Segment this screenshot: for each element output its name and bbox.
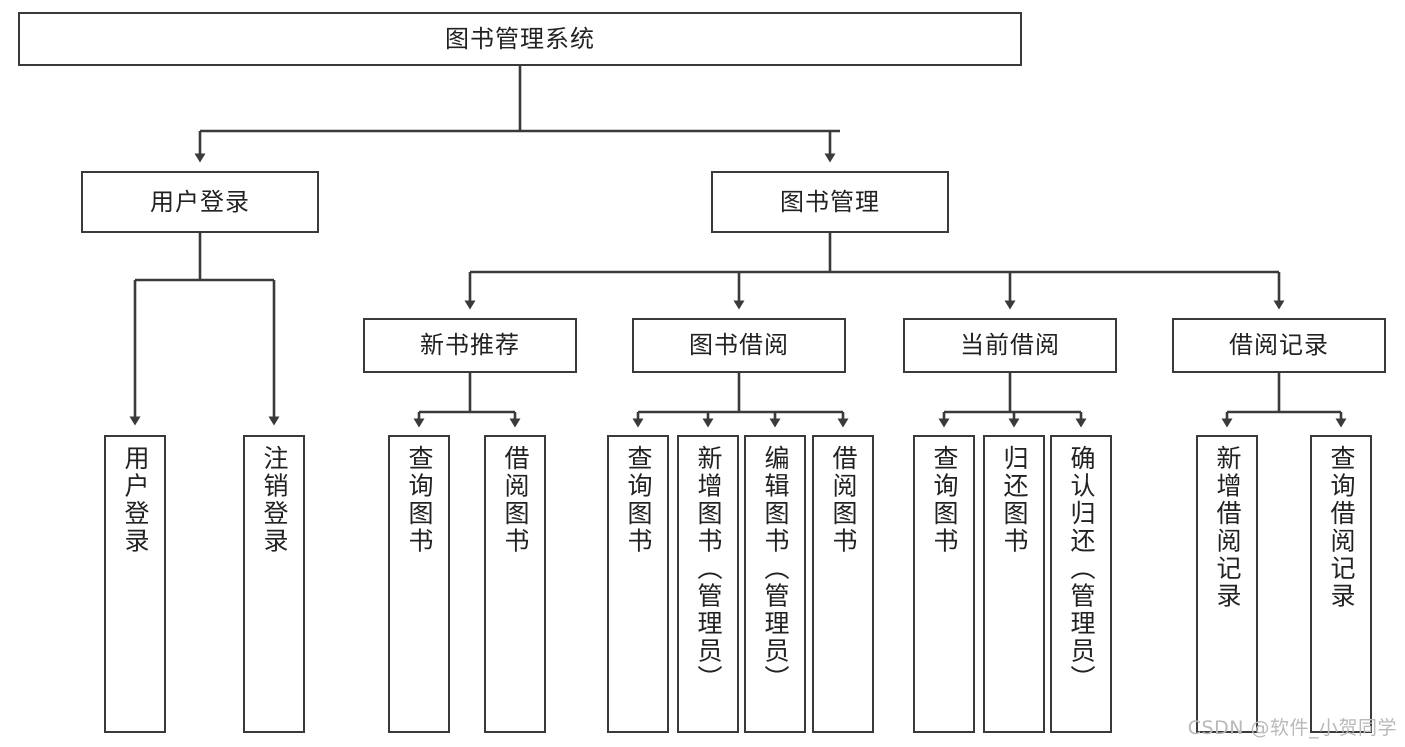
node-leaf-borrow-book-label: 借阅图书 — [829, 445, 858, 555]
node-leaf-query-book-current-label: 查询图书 — [930, 445, 959, 555]
node-leaf-confirm-return-admin-label: 确认归还（管理员） — [1067, 445, 1096, 693]
node-borrow-record[interactable]: 借阅记录 — [1172, 318, 1386, 373]
node-leaf-return-book[interactable]: 归还图书 — [983, 435, 1045, 733]
node-book-borrow-label: 图书借阅 — [689, 331, 789, 360]
node-leaf-query-book-borrow[interactable]: 查询图书 — [607, 435, 669, 733]
node-user-login[interactable]: 用户登录 — [81, 171, 319, 233]
node-leaf-borrow-book-recommend[interactable]: 借阅图书 — [484, 435, 546, 733]
node-leaf-query-book-recommend[interactable]: 查询图书 — [388, 435, 450, 733]
node-leaf-edit-book-admin-label: 编辑图书（管理员） — [761, 445, 790, 693]
node-leaf-logout[interactable]: 注销登录 — [243, 435, 305, 733]
node-leaf-query-book-borrow-label: 查询图书 — [624, 445, 653, 555]
node-leaf-add-book-admin[interactable]: 新增图书（管理员） — [677, 435, 739, 733]
node-leaf-add-book-admin-label: 新增图书（管理员） — [694, 445, 723, 693]
node-book-management-label: 图书管理 — [780, 187, 880, 216]
node-root-system[interactable]: 图书管理系统 — [18, 12, 1022, 66]
node-leaf-query-borrow-record[interactable]: 查询借阅记录 — [1310, 435, 1372, 733]
node-leaf-logout-label: 注销登录 — [260, 445, 289, 555]
csdn-watermark: CSDN @软件_小贺同学 — [1187, 717, 1397, 739]
node-leaf-confirm-return-admin[interactable]: 确认归还（管理员） — [1050, 435, 1112, 733]
node-borrow-record-label: 借阅记录 — [1229, 331, 1329, 360]
node-leaf-borrow-book-recommend-label: 借阅图书 — [501, 445, 530, 555]
node-leaf-edit-book-admin[interactable]: 编辑图书（管理员） — [744, 435, 806, 733]
node-leaf-return-book-label: 归还图书 — [1000, 445, 1029, 555]
node-leaf-query-book-recommend-label: 查询图书 — [405, 445, 434, 555]
node-current-borrow-label: 当前借阅 — [960, 331, 1060, 360]
node-leaf-query-book-current[interactable]: 查询图书 — [913, 435, 975, 733]
node-current-borrow[interactable]: 当前借阅 — [903, 318, 1117, 373]
node-leaf-borrow-book[interactable]: 借阅图书 — [812, 435, 874, 733]
node-leaf-query-borrow-record-label: 查询借阅记录 — [1327, 445, 1356, 610]
node-book-borrow[interactable]: 图书借阅 — [632, 318, 846, 373]
node-new-book-recommend[interactable]: 新书推荐 — [363, 318, 577, 373]
node-user-login-label: 用户登录 — [150, 187, 250, 216]
node-new-book-recommend-label: 新书推荐 — [420, 331, 520, 360]
node-leaf-add-borrow-record[interactable]: 新增借阅记录 — [1196, 435, 1258, 733]
node-leaf-add-borrow-record-label: 新增借阅记录 — [1213, 445, 1242, 610]
node-leaf-user-login-label: 用户登录 — [121, 445, 150, 555]
node-book-management[interactable]: 图书管理 — [711, 171, 949, 233]
node-leaf-user-login[interactable]: 用户登录 — [104, 435, 166, 733]
node-root-label: 图书管理系统 — [445, 24, 595, 53]
